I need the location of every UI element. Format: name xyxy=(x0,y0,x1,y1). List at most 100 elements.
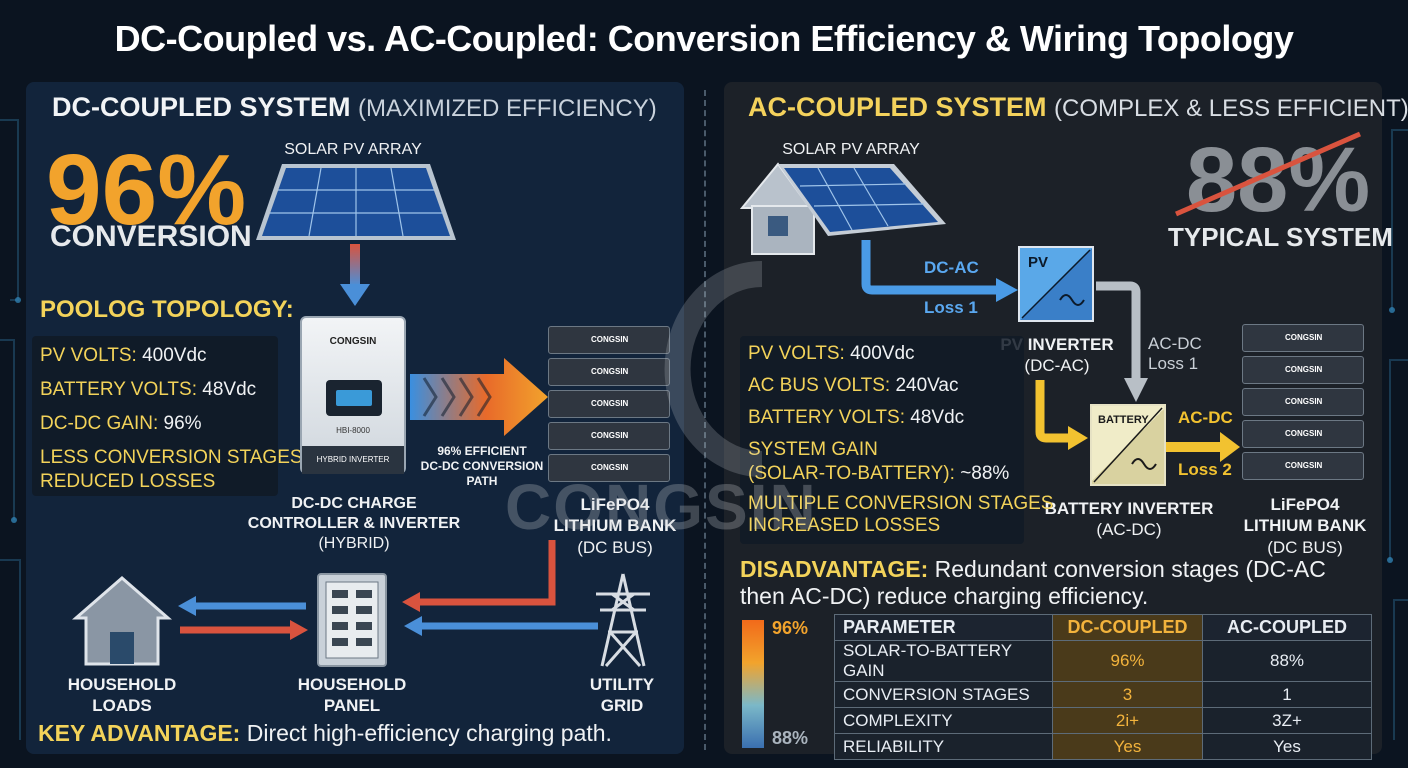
ac-spec-battery-volts: BATTERY VOLTS: 48Vdc xyxy=(748,406,964,430)
pv-caption-1: PV INVERTER xyxy=(1000,335,1114,354)
table-cell: 1 xyxy=(1202,681,1372,708)
ac-battery-caption: LiFePO4 LITHIUM BANK (DC BUS) xyxy=(1230,494,1380,558)
spec-value: 96% xyxy=(163,413,202,434)
inverter-model: HBI-8000 xyxy=(336,426,370,435)
table-row: CONVERSION STAGES 3 1 xyxy=(834,681,1372,708)
ac-solar-house-icon xyxy=(739,162,946,255)
table-cell: Yes xyxy=(1202,733,1372,760)
dc-header-main: DC-COUPLED SYSTEM xyxy=(52,92,351,122)
grid-caption-2: GRID xyxy=(600,696,644,716)
table-cell: 3 xyxy=(1052,681,1203,708)
spec-label: BATTERY VOLTS: xyxy=(40,379,197,400)
dc-spec-dcdc-gain: DC-DC GAIN: 96% xyxy=(40,412,202,436)
dc-spec-box xyxy=(32,336,278,496)
ac-yellow-flow-arrow xyxy=(1035,380,1088,450)
path-caption-3: PATH xyxy=(466,474,498,488)
ac-dcac-label: DC-AC xyxy=(924,258,979,277)
key-advantage-text: Direct high-efficiency charging path. xyxy=(246,720,612,746)
panel-caption-1: HOUSEHOLD xyxy=(297,675,407,694)
acdc-label-1: AC-DC xyxy=(1148,334,1202,353)
key-advantage-label: KEY ADVANTAGE: xyxy=(38,720,241,746)
dc-spec-battery-volts: BATTERY VOLTS: 48Vdc xyxy=(40,378,256,402)
acdc-label-2: Loss 1 xyxy=(1148,354,1199,373)
pv-caption-2: (DC-AC) xyxy=(1024,356,1090,376)
battery-inverter-caption: BATTERY INVERTER (AC-DC) xyxy=(1044,498,1214,541)
battery-brand: CONGSIN xyxy=(591,367,629,376)
dc-big-label: CONVERSION xyxy=(50,220,252,253)
ac-header-sub: (COMPLEX & LESS EFFICIENT) xyxy=(1054,95,1408,122)
table-cell: CONVERSION STAGES xyxy=(834,681,1053,708)
disadvantage-label: DISADVANTAGE: xyxy=(740,556,929,582)
table-cell: COMPLEXITY xyxy=(834,707,1053,734)
battery-module: CONGSIN xyxy=(548,390,670,418)
sine-wave-icon xyxy=(1093,407,1163,483)
table-cell: SOLAR-TO-BATTERY GAIN xyxy=(834,640,1053,682)
dc-spec-note-2: REDUCED LOSSES xyxy=(40,471,216,492)
ac-big-label: TYPICAL SYSTEM xyxy=(1168,222,1393,252)
battery-module: CONGSIN xyxy=(1242,356,1364,384)
ac-spec-ac-bus-volts: AC BUS VOLTS: 240Vac xyxy=(748,374,959,398)
ac-spec-note-1: MULTIPLE CONVERSION STAGES xyxy=(748,493,1054,514)
spec-label: PV VOLTS: xyxy=(40,345,137,366)
spec-value: 400Vdc xyxy=(850,343,915,364)
table-row: SOLAR-TO-BATTERY GAIN 96% 88% xyxy=(834,640,1372,682)
inverter-caption-2: CONTROLLER & INVERTER xyxy=(247,515,461,532)
strike-through-mark xyxy=(1175,131,1361,217)
grid-caption-1: UTILITY xyxy=(589,675,655,694)
page-title: DC-Coupled vs. AC-Coupled: Conversion Ef… xyxy=(114,18,1294,59)
pv-box-label: PV xyxy=(1028,254,1049,271)
battery-brand: CONGSIN xyxy=(1285,333,1323,342)
spec-value: 400Vdc xyxy=(142,345,207,366)
ac-big-percentage: 88% xyxy=(1186,129,1371,231)
section-divider xyxy=(704,90,706,750)
battery-caption-2: LITHIUM BANK xyxy=(553,516,677,536)
battery-module: CONGSIN xyxy=(1242,388,1364,416)
key-advantage: KEY ADVANTAGE: Direct high-efficiency ch… xyxy=(38,720,612,747)
system-gain-label-2: (SOLAR-TO-BATTERY): xyxy=(748,462,955,484)
system-gain-label-1: SYSTEM GAIN xyxy=(748,439,878,460)
battery-brand: CONGSIN xyxy=(591,399,629,408)
spec-value: 48Vdc xyxy=(202,379,257,400)
spec-value: 240Vac xyxy=(895,375,959,396)
table-header-cell: PARAMETER xyxy=(834,614,1053,641)
household-loads-icon xyxy=(72,576,172,666)
loads-caption-2: LOADS xyxy=(92,696,152,716)
ac-battery-stack-icon: CONGSIN CONGSIN CONGSIN CONGSIN CONGSIN xyxy=(1242,320,1364,484)
battery-box-label: BATTERY xyxy=(1098,414,1149,426)
battery-brand: CONGSIN xyxy=(591,335,629,344)
table-cell: 3Z+ xyxy=(1202,707,1372,734)
dc-battery-stack-icon: CONGSIN CONGSIN CONGSIN CONGSIN CONGSIN xyxy=(548,322,670,484)
battery-module: CONGSIN xyxy=(1242,452,1364,480)
spec-label: DC-DC GAIN: xyxy=(40,413,159,434)
dc-solar-label: SOLAR PV ARRAY xyxy=(284,141,422,158)
sine-wave-icon xyxy=(1021,249,1091,319)
dc-big-percentage: 96% xyxy=(46,134,247,246)
battery-brand: CONGSIN xyxy=(1285,461,1323,470)
ac-spec-system-gain: SYSTEM GAIN (SOLAR-TO-BATTERY): ~88% xyxy=(748,438,1009,486)
spec-label: PV VOLTS: xyxy=(748,343,845,364)
battery-caption-3: (DC BUS) xyxy=(1267,537,1343,557)
ac-acdc-flow-arrow xyxy=(1096,281,1148,402)
table-header-cell: DC-COUPLED xyxy=(1052,614,1203,641)
ac-spec-note-2: INCREASED LOSSES xyxy=(748,515,941,536)
path-caption-1: 96% EFFICIENT xyxy=(437,444,527,458)
inverter-caption-3: (HYBRID) xyxy=(318,535,390,552)
ac-acdc2-label: AC-DC xyxy=(1178,408,1233,427)
disadvantage-text: Redundant conversion stages (DC-AC then … xyxy=(740,556,1326,610)
table-header-row: PARAMETER DC-COUPLED AC-COUPLED xyxy=(834,614,1372,641)
battery-caption-1: LiFePO4 xyxy=(580,495,650,514)
inverter-brand: CONGSIN xyxy=(329,336,377,347)
ac-loss2-flow-arrow xyxy=(1166,432,1240,462)
system-gain-value: ~88% xyxy=(960,462,1010,484)
ac-loss1-label: Loss 1 xyxy=(924,298,978,317)
dc-efficient-path-arrow xyxy=(410,358,548,436)
dc-path-caption: 96% EFFICIENT DC-DC CONVERSION PATH xyxy=(408,444,556,489)
battery-module: CONGSIN xyxy=(548,422,670,450)
battery-module: CONGSIN xyxy=(1242,324,1364,352)
table-cell: RELIABILITY xyxy=(834,733,1053,760)
battery-brand: CONGSIN xyxy=(1285,429,1323,438)
pv-inverter-icon: PV xyxy=(1018,246,1094,322)
hybrid-inverter-icon: CONGSIN HBI-8000 HYBRID INVERTER xyxy=(300,316,406,474)
spec-label: AC BUS VOLTS: xyxy=(748,375,891,396)
